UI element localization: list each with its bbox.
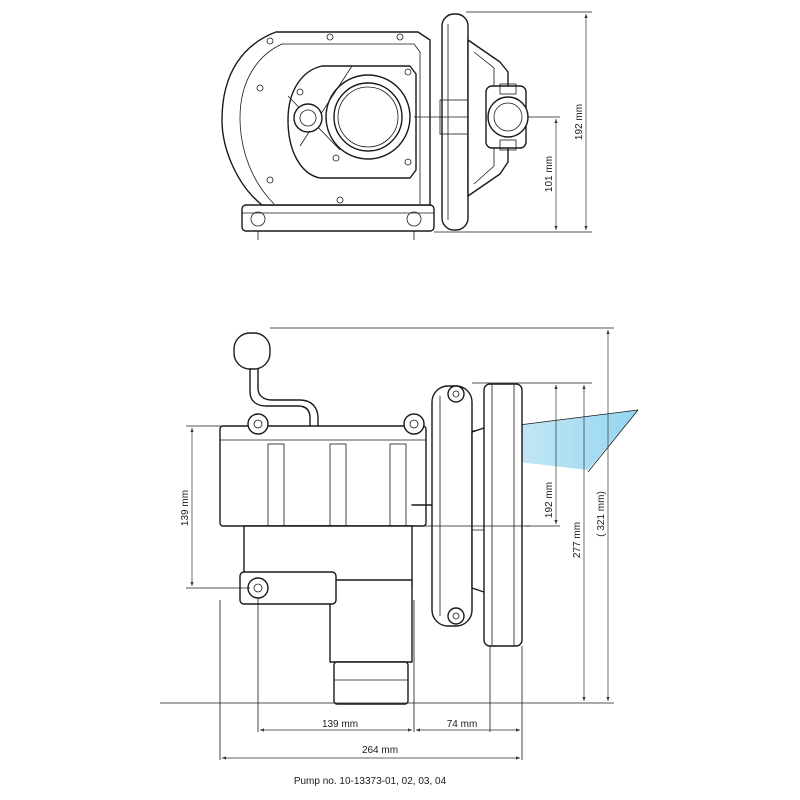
dim-side-total: ( 321 mm) [596,491,607,537]
side-dimensions: 139 mm 192 mm 277 mm ( 321 mm) 139 mm 74… [180,330,610,760]
dim-top-center: 101 mm [544,156,555,192]
dim-side-body: 139 mm [180,490,191,526]
dim-side-port: 192 mm [544,482,555,518]
side-reference-lines [160,327,614,760]
dim-bottom-total: 264 mm [362,745,398,756]
dim-bottom-right: 74 mm [447,719,478,730]
side-view [219,332,639,705]
dim-bottom-left: 139 mm [322,719,358,730]
dim-top-height: 192 mm [574,104,585,140]
dim-side-height: 277 mm [572,522,583,558]
top-dimensions: 192 mm 101 mm [434,11,592,233]
pump-caption: Pump no. 10-13373-01, 02, 03, 04 [294,776,447,787]
top-view [221,13,560,240]
